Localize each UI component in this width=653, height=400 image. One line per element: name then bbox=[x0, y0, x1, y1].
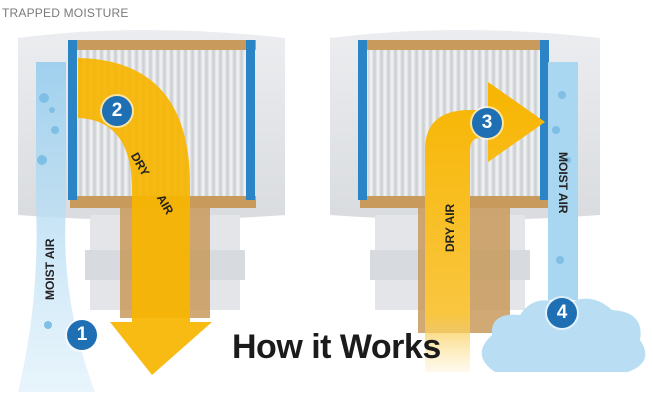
diagram-title: How it Works bbox=[232, 328, 441, 367]
trapped-moisture-caption: TRAPPED MOISTURE bbox=[2, 6, 129, 20]
dry-air-label-right: DRY AIR bbox=[443, 204, 457, 252]
step-badge-1: 1 bbox=[67, 320, 97, 350]
moist-air-label-left: MOIST AIR bbox=[43, 238, 57, 300]
step-badge-4: 4 bbox=[547, 298, 577, 328]
right-filter-unit bbox=[330, 30, 645, 372]
moist-air-label-right: MOIST AIR bbox=[556, 152, 570, 214]
step-badge-2: 2 bbox=[102, 96, 132, 126]
step-badge-3: 3 bbox=[472, 108, 502, 138]
